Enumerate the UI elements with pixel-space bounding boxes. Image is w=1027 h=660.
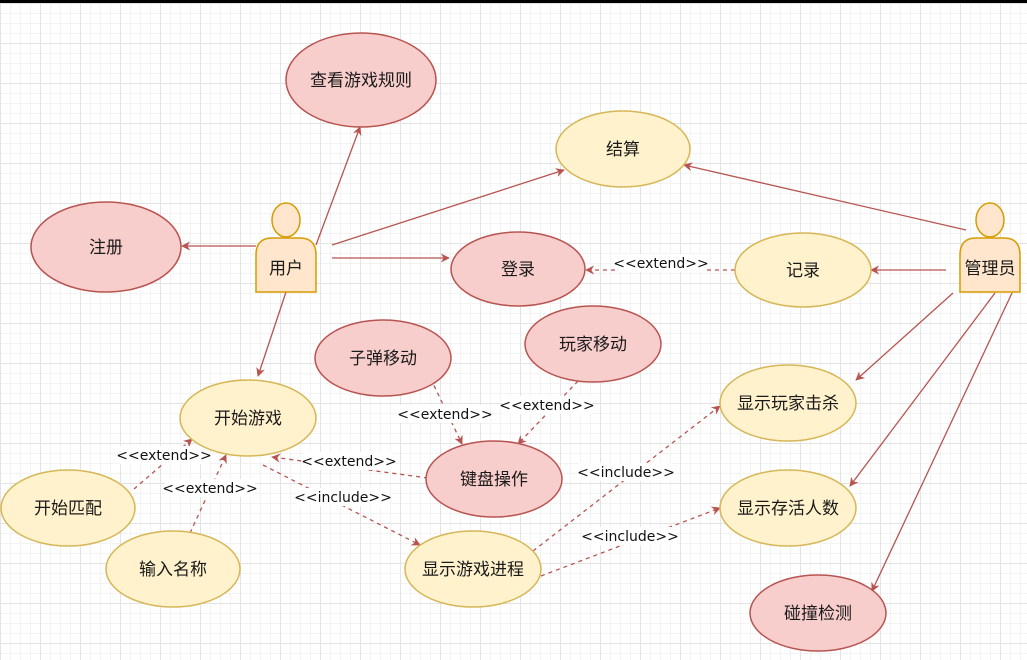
usecase-player-move[interactable]: 玩家移动 xyxy=(524,305,662,383)
actor-user-label: 用户 xyxy=(269,259,303,279)
edge-keyboard-start xyxy=(271,453,429,479)
usecase-login-label: 登录 xyxy=(501,260,535,280)
usecase-start-game[interactable]: 开始游戏 xyxy=(179,379,317,457)
actor-admin-label: 管理员 xyxy=(965,259,1016,279)
actor-user-head xyxy=(271,202,301,238)
label-progress-kills: <<include>> xyxy=(577,465,675,481)
usecase-login[interactable]: 登录 xyxy=(450,231,586,307)
usecase-record[interactable]: 记录 xyxy=(734,232,872,308)
edge-user-settle xyxy=(331,168,565,246)
usecase-player-move-label: 玩家移动 xyxy=(559,335,627,355)
usecase-input-name-label: 输入名称 xyxy=(139,560,207,580)
usecase-register[interactable]: 注册 xyxy=(30,201,182,293)
edge-admin-settle xyxy=(683,162,967,231)
actor-admin-head xyxy=(975,202,1005,238)
use-case-diagram: <<extend>> <<extend>> <<extend>> <<exten… xyxy=(0,32,1021,652)
usecase-show-kills-label: 显示玩家击杀 xyxy=(737,394,839,414)
usecase-keyboard[interactable]: 键盘操作 xyxy=(425,440,563,518)
usecase-start-match[interactable]: 开始匹配 xyxy=(0,469,136,547)
usecase-start-game-label: 开始游戏 xyxy=(214,409,282,429)
label-name-start: <<extend>> xyxy=(162,481,257,497)
label-record-login: <<extend>> xyxy=(613,256,708,272)
usecase-bullet-move[interactable]: 子弹移动 xyxy=(314,319,452,397)
actors-layer: 用户 管理员 xyxy=(255,202,1021,293)
usecase-show-kills[interactable]: 显示玩家击杀 xyxy=(719,364,857,442)
usecase-show-alive-label: 显示存活人数 xyxy=(737,499,839,519)
usecase-view-rules-label: 查看游戏规则 xyxy=(310,71,412,91)
usecase-record-label: 记录 xyxy=(786,261,820,281)
usecase-start-match-label: 开始匹配 xyxy=(34,499,102,519)
edge-user-start-game xyxy=(256,291,287,377)
usecase-settle[interactable]: 结算 xyxy=(555,110,691,188)
edge-user-view-rules xyxy=(315,126,362,246)
usecase-show-progress[interactable]: 显示游戏进程 xyxy=(404,530,542,608)
usecase-register-label: 注册 xyxy=(89,238,123,258)
edge-labels-layer: <<extend>> <<extend>> <<extend>> <<exten… xyxy=(116,254,709,545)
actor-admin-body xyxy=(959,237,1021,293)
usecase-show-progress-label: 显示游戏进程 xyxy=(422,560,524,580)
usecase-input-name[interactable]: 输入名称 xyxy=(105,530,241,608)
actor-admin[interactable]: 管理员 xyxy=(959,202,1021,293)
usecase-collision-label: 碰撞检测 xyxy=(784,604,852,624)
edge-admin-collision xyxy=(871,292,1013,592)
label-match-start: <<extend>> xyxy=(116,448,211,464)
usecase-show-alive[interactable]: 显示存活人数 xyxy=(719,469,857,547)
actor-user[interactable]: 用户 xyxy=(255,202,317,293)
usecase-settle-label: 结算 xyxy=(606,140,640,160)
usecase-bullet-move-label: 子弹移动 xyxy=(349,349,417,369)
label-start-progress: <<include>> xyxy=(294,490,392,506)
label-keyboard-start: <<extend>> xyxy=(301,454,396,470)
label-bullet-keyboard: <<extend>> xyxy=(397,407,492,423)
usecases-layer: 查看游戏规则 注册 登录 结算 记录 子弹移动 xyxy=(0,32,887,652)
usecase-view-rules[interactable]: 查看游戏规则 xyxy=(285,32,437,128)
edge-admin-show-kills xyxy=(855,292,954,381)
edge-admin-show-alive xyxy=(849,292,996,487)
usecase-collision[interactable]: 碰撞检测 xyxy=(749,574,887,652)
actor-user-body xyxy=(255,237,317,293)
label-player-keyboard: <<extend>> xyxy=(499,398,594,414)
usecase-keyboard-label: 键盘操作 xyxy=(460,470,528,490)
label-progress-alive: <<include>> xyxy=(581,529,679,545)
